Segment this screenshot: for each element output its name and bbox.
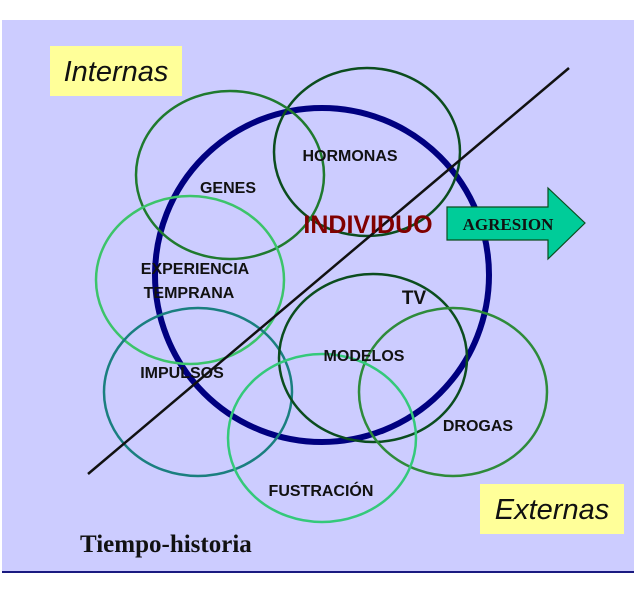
internal-external-divider	[87, 67, 570, 475]
tiempo-historia-label: Tiempo-historia	[80, 531, 252, 558]
hormonas-label: HORMONAS	[302, 148, 397, 165]
modelos-circle	[277, 272, 469, 444]
agresion-label: AGRESION	[463, 215, 554, 234]
hormonas-circle	[272, 66, 462, 238]
individuo-circle	[152, 105, 492, 445]
agresion-arrow-icon	[446, 186, 586, 261]
impulsos-circle	[102, 306, 294, 478]
experiencia-label-line1: EXPERIENCIA	[141, 261, 250, 278]
externas-box	[480, 484, 624, 534]
drogas-label: DROGAS	[443, 418, 514, 435]
modelos-label: MODELOS	[324, 348, 405, 365]
diagram-panel	[2, 20, 634, 572]
individuo-label: INDIVIDUO	[303, 211, 432, 239]
drogas-circle	[357, 306, 549, 478]
fustracion-label: FUSTRACIÓN	[269, 481, 374, 500]
tv-label: TV	[402, 288, 427, 309]
genes-label: GENES	[200, 180, 256, 197]
internas-label: Internas	[64, 56, 169, 88]
genes-circle	[134, 89, 326, 261]
externas-label: Externas	[495, 494, 609, 526]
experiencia-circle	[94, 194, 286, 366]
experiencia-label-line2: TEMPRANA	[144, 285, 235, 302]
impulsos-label: IMPULSOS	[140, 365, 224, 382]
fustracion-circle	[226, 352, 418, 524]
internas-box	[50, 46, 182, 96]
